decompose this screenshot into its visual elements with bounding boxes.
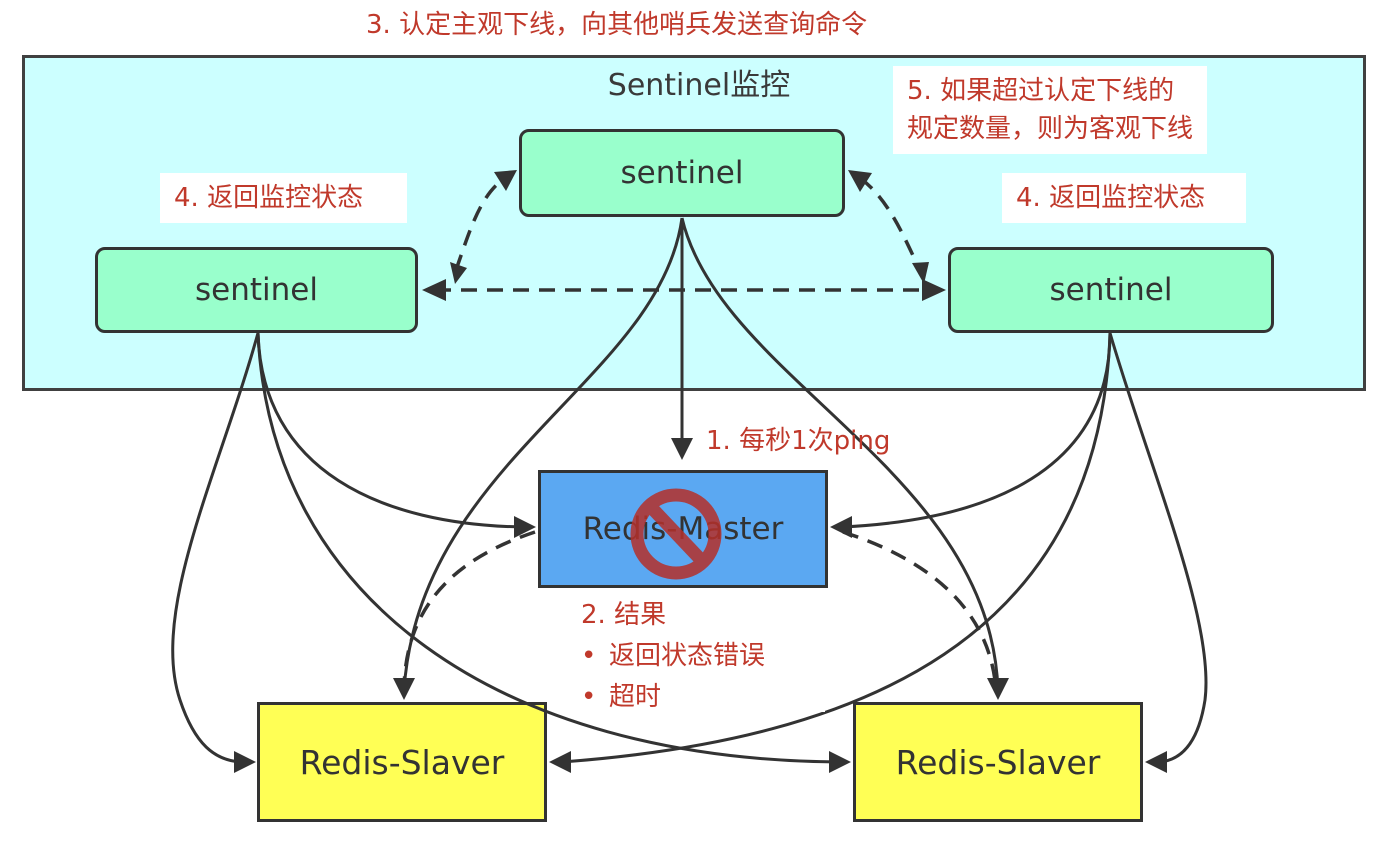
arrowhead bbox=[922, 279, 946, 301]
right-sentinel-to-slave-right bbox=[1108, 332, 1208, 764]
right-sentinel-to-master bbox=[841, 332, 1112, 529]
arrowhead bbox=[987, 678, 1009, 700]
arrowhead bbox=[1145, 751, 1167, 773]
note-step2: 2. 结果 •返回状态错误 •超时 bbox=[563, 588, 825, 712]
left-sentinel-to-master bbox=[256, 332, 525, 529]
note-step2-title: 2. 结果 bbox=[581, 600, 667, 630]
arrowhead bbox=[830, 516, 852, 538]
note-step5-line2: 规定数量，则为客观下线 bbox=[907, 114, 1194, 144]
sentinel-node-right[interactable]: sentinel bbox=[948, 247, 1274, 333]
master-slave-left-sync bbox=[402, 530, 536, 691]
redis-slave-left-node[interactable]: Redis-Slaver bbox=[257, 702, 547, 822]
note-step5: 5. 如果超过认定下线的 规定数量，则为客观下线 bbox=[893, 66, 1208, 154]
note-step2-item: •超时 bbox=[563, 676, 825, 713]
note-step1: 1. 每秒1次ping bbox=[706, 426, 891, 456]
arrowhead bbox=[514, 516, 536, 538]
note-step4-right: 4. 返回监控状态 bbox=[1002, 173, 1246, 223]
sentinel-left-top-link bbox=[454, 176, 507, 271]
arrowhead bbox=[494, 170, 517, 191]
arrowhead bbox=[848, 170, 872, 192]
note-step4-left: 4. 返回监控状态 bbox=[160, 173, 407, 223]
ping-arrow-slave-right bbox=[680, 217, 1000, 691]
sentinel-node-left[interactable]: sentinel bbox=[95, 247, 418, 333]
redis-slave-right-node[interactable]: Redis-Slaver bbox=[853, 702, 1143, 822]
bullet-icon: • bbox=[581, 682, 597, 712]
arrowhead bbox=[912, 262, 929, 284]
right-sentinel-to-slave-left bbox=[561, 332, 1112, 764]
arrowhead bbox=[450, 262, 467, 284]
arrowhead bbox=[422, 279, 446, 301]
cluster-title: Sentinel监控 bbox=[607, 68, 791, 103]
bullet-icon: • bbox=[581, 641, 597, 671]
ping-arrow-slave-left bbox=[402, 217, 684, 691]
arrowhead bbox=[829, 751, 851, 773]
note-step5-line1: 5. 如果超过认定下线的 bbox=[907, 76, 1175, 106]
sentinel-node-top[interactable]: sentinel bbox=[519, 129, 845, 217]
note-step3: 3. 认定主观下线，向其他哨兵发送查询命令 bbox=[366, 4, 868, 41]
arrowhead bbox=[393, 678, 415, 700]
left-sentinel-to-slave-left bbox=[171, 332, 260, 764]
master-slave-right-sync bbox=[842, 530, 998, 691]
note-step2-item: •返回状态错误 bbox=[563, 635, 825, 672]
arrowhead bbox=[234, 751, 256, 773]
arrowhead bbox=[549, 751, 571, 773]
sentinel-top-right-link bbox=[858, 176, 922, 271]
left-sentinel-to-slave-right bbox=[256, 332, 841, 764]
arrowhead bbox=[671, 438, 693, 460]
